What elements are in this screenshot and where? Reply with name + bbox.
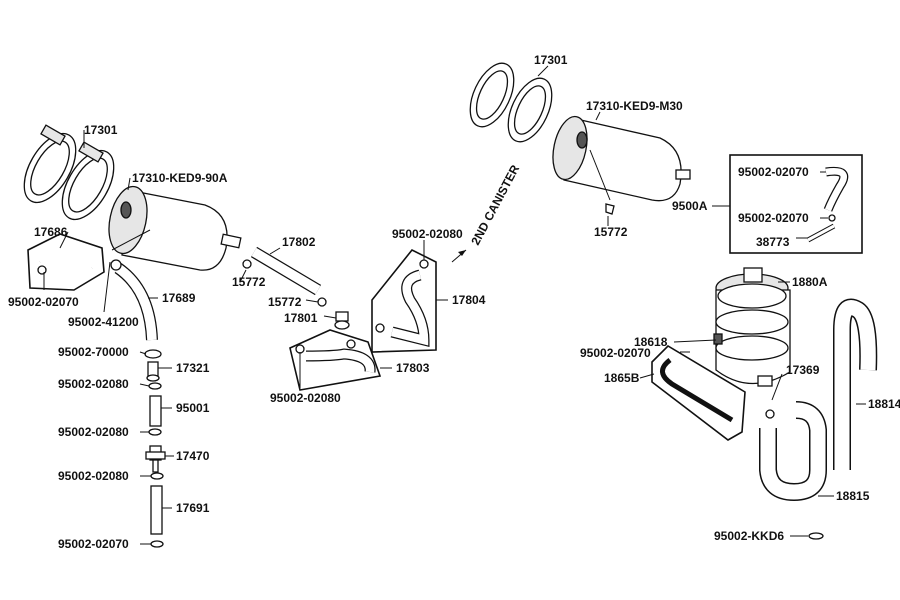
label-15772-a: 15772	[232, 275, 266, 289]
label-18618: 18618	[634, 335, 668, 349]
label-1880a: 1880A	[792, 275, 828, 289]
clamp-band-pair-left	[23, 124, 115, 221]
label-95002-02080-b: 95002-02080	[58, 425, 129, 439]
label-95002-02070-b: 95002-02070	[58, 537, 129, 551]
label-17301-left: 17301	[84, 123, 118, 137]
label-2nd-canister: 2ND CANISTER	[468, 162, 522, 247]
canister-left	[108, 185, 242, 271]
kit-9500A-box	[729, 154, 863, 254]
label-17301-right: 17301	[534, 53, 568, 67]
label-17310-ked9-m30: 17310-KED9-M30	[586, 99, 683, 113]
leader-lines	[43, 65, 866, 545]
label-18815: 18815	[836, 489, 870, 503]
fitting-17801	[334, 311, 350, 330]
label-95002-70000: 95002-70000	[58, 345, 129, 359]
label-18814: 18814	[868, 397, 900, 411]
label-1865b: 1865B	[604, 371, 640, 385]
label-17686: 17686	[34, 225, 68, 239]
canister-right	[552, 115, 691, 215]
label-17804: 17804	[452, 293, 486, 307]
label-95002-02070-c: 95002-02070	[738, 165, 809, 179]
hose-18815	[759, 401, 827, 540]
label-95002-02070-d: 95002-02070	[738, 211, 809, 225]
label-17470: 17470	[176, 449, 210, 463]
label-9500a: 9500A	[672, 199, 708, 213]
label-95002-02080-d: 95002-02080	[270, 391, 341, 405]
separator-1880A	[713, 267, 791, 387]
label-17803: 17803	[396, 361, 430, 375]
hose-17803-frame	[289, 329, 382, 391]
arrow-to-2nd-canister	[451, 249, 467, 263]
bracket-1865B-frame	[651, 344, 746, 441]
label-17310-ked9-90a: 17310-KED9-90A	[132, 171, 228, 185]
label-15772-c: 15772	[594, 225, 628, 239]
label-95002-02080-e: 95002-02080	[392, 227, 463, 241]
label-95002-kkd6: 95002-KKD6	[714, 529, 784, 543]
label-17801: 17801	[284, 311, 318, 325]
label-15772-b: 15772	[268, 295, 302, 309]
label-38773: 38773	[756, 235, 790, 249]
fitting-stack-left	[144, 349, 166, 548]
hose-17689	[110, 259, 158, 341]
clamp-band-pair-right	[469, 62, 553, 143]
hose-18814	[833, 298, 878, 470]
hose-17686-frame	[27, 233, 105, 291]
label-17321: 17321	[176, 361, 210, 375]
label-95002-02070-e: 95002-02070	[580, 346, 651, 360]
label-17802: 17802	[282, 235, 316, 249]
label-95002-02080-c: 95002-02080	[58, 469, 129, 483]
label-95001: 95001	[176, 401, 210, 415]
label-95002-41200: 95002-41200	[68, 315, 139, 329]
label-17691: 17691	[176, 501, 210, 515]
label-95002-02080-a: 95002-02080	[58, 377, 129, 391]
hose-17804-frame	[371, 248, 437, 353]
label-17689: 17689	[162, 291, 196, 305]
label-17369: 17369	[786, 363, 820, 377]
label-95002-02070-a: 95002-02070	[8, 295, 79, 309]
hose-17802	[242, 246, 327, 307]
part-labels: 17301 17310-KED9-90A 17686 95002-02070 9…	[8, 53, 900, 551]
